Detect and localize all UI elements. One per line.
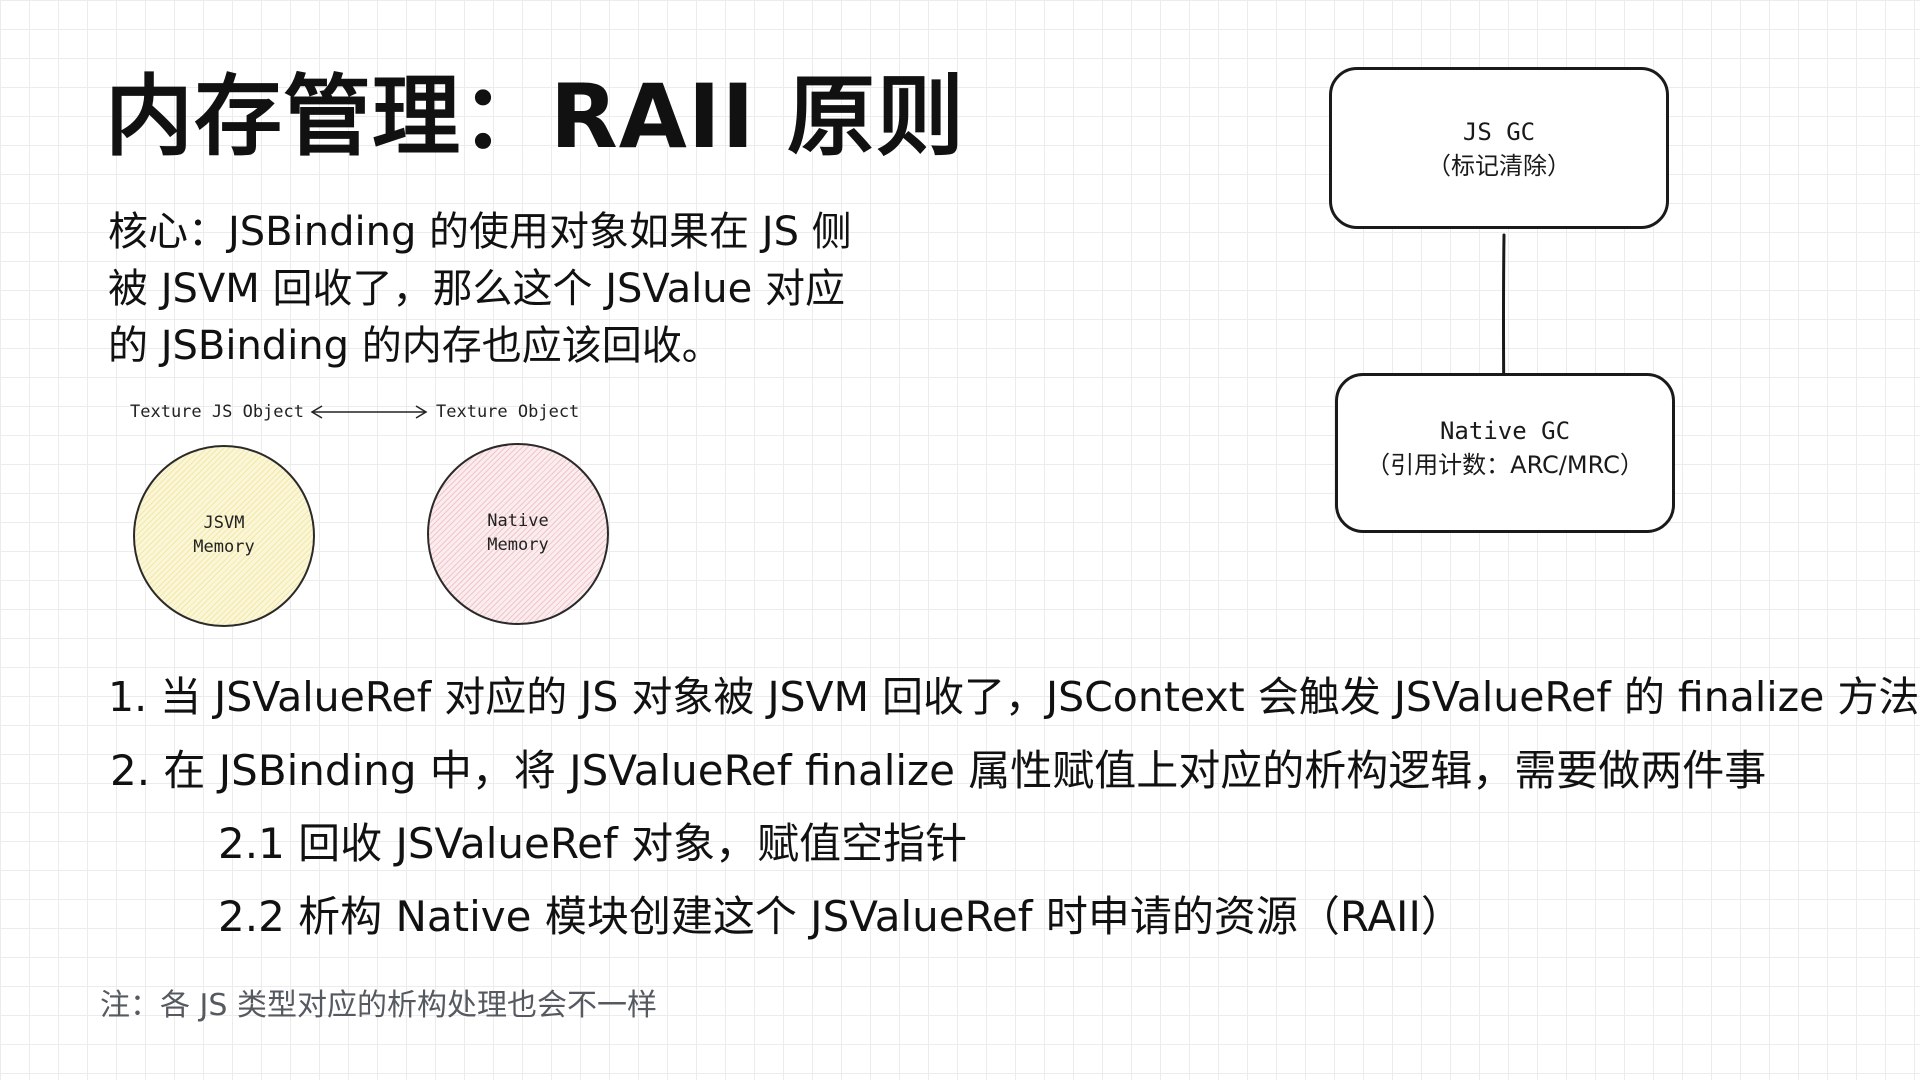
native-gc-box: Native GC （引用计数：ARC/MRC） [1335,373,1675,533]
intro-line-3: 的 JSBinding 的内存也应该回收。 [108,323,722,369]
double-arrow-icon [310,405,428,419]
jsvm-memory-circle-line2: Memory [193,537,255,557]
intro-line-1: 核心：JSBinding 的使用对象如果在 JS 侧 [108,209,852,255]
texture-object-label: Texture Object [436,402,580,422]
gc-flow-diagram: JS GC （标记清除） Native GC （引用计数：ARC/MRC） [1315,55,1695,555]
native-memory-circle: Native Memory [427,443,609,625]
native-gc-title: Native GC [1439,417,1571,445]
list-item-2-1: 2.1 回收 JSValueRef 对象，赋值空指针 [218,819,968,868]
js-gc-subtitle: （标记清除） [1427,152,1571,180]
jsvm-memory-circle-line1: JSVM [203,513,245,533]
intro-line-2: 被 JSVM 回收了，那么这个 JSValue 对应 [108,266,845,312]
js-gc-title: JS GC [1462,118,1536,146]
texture-js-object-label: Texture JS Object [130,402,304,422]
list-item-2-2: 2.2 析构 Native 模块创建这个 JSValueRef 时申请的资源（R… [218,892,1463,941]
list-item-1: 1. 当 JSValueRef 对应的 JS 对象被 JSVM 回收了，JSCo… [108,673,1920,721]
intro-paragraph: 核心：JSBinding 的使用对象如果在 JS 侧 被 JSVM 回收了，那么… [108,204,888,375]
js-gc-box: JS GC （标记清除） [1329,67,1669,229]
native-memory-circle-line1: Native [487,511,549,531]
footnote: 注：各 JS 类型对应的析构处理也会不一样 [100,988,657,1023]
page-title: 内存管理：RAII 原则 [105,65,965,168]
jsvm-memory-circle: JSVM Memory [133,445,315,627]
list-item-2: 2. 在 JSBinding 中，将 JSValueRef finalize 属… [110,746,1767,795]
memory-diagram: Texture JS Object Texture Object JSVM Me… [120,395,640,635]
native-gc-subtitle: （引用计数：ARC/MRC） [1366,451,1644,479]
native-memory-circle-line2: Memory [487,535,549,555]
